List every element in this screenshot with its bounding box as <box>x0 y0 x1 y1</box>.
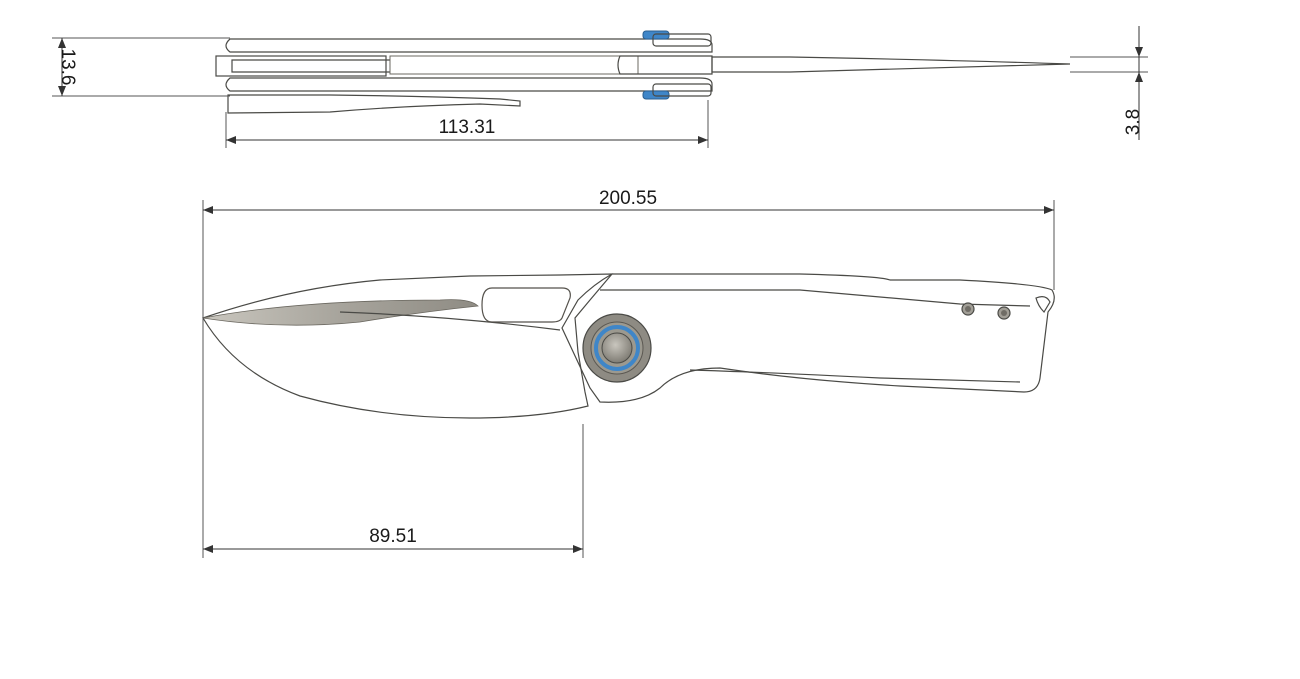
side-view-blade-window <box>481 287 571 323</box>
top-view-upper-slab <box>225 38 713 53</box>
top-view <box>52 30 1148 148</box>
top-view-backspacer <box>215 55 387 77</box>
top-view-pocket-clip <box>227 94 521 114</box>
top-view-window <box>389 55 639 75</box>
dimension-thickness: 13.6 <box>57 38 78 96</box>
top-view-pivot-bottom <box>642 90 670 100</box>
top-view-pivot-top <box>642 30 670 40</box>
dimension-overall-length-label: 200.55 <box>599 188 657 209</box>
dimension-blade-thickness: 3.8 <box>1123 26 1144 140</box>
side-view-lanyard-hole <box>1035 296 1051 313</box>
dimension-handle-length: 113.31 <box>226 117 708 144</box>
dimension-blade-thickness-label: 3.8 <box>1123 109 1144 135</box>
dimension-blade-length: 89.51 <box>203 526 583 553</box>
dimension-blade-length-label: 89.51 <box>369 526 417 547</box>
dimension-overall-length: 200.55 <box>203 188 1054 214</box>
top-view-lower-slab <box>225 77 713 92</box>
dimension-thickness-label: 13.6 <box>57 49 78 86</box>
top-view-front-bolster <box>617 55 713 75</box>
side-view-blade <box>202 273 614 419</box>
top-view-pivot-cap-bottom <box>652 83 712 97</box>
side-view-pivot-screw <box>601 332 633 364</box>
top-view-blade <box>711 56 1071 73</box>
side-view <box>202 273 1055 419</box>
top-view-pivot-cap-top <box>652 33 712 47</box>
dimension-handle-length-label: 113.31 <box>439 117 496 138</box>
side-view-pivot-blue-ring <box>594 325 640 371</box>
side-view-handle <box>561 273 1055 403</box>
